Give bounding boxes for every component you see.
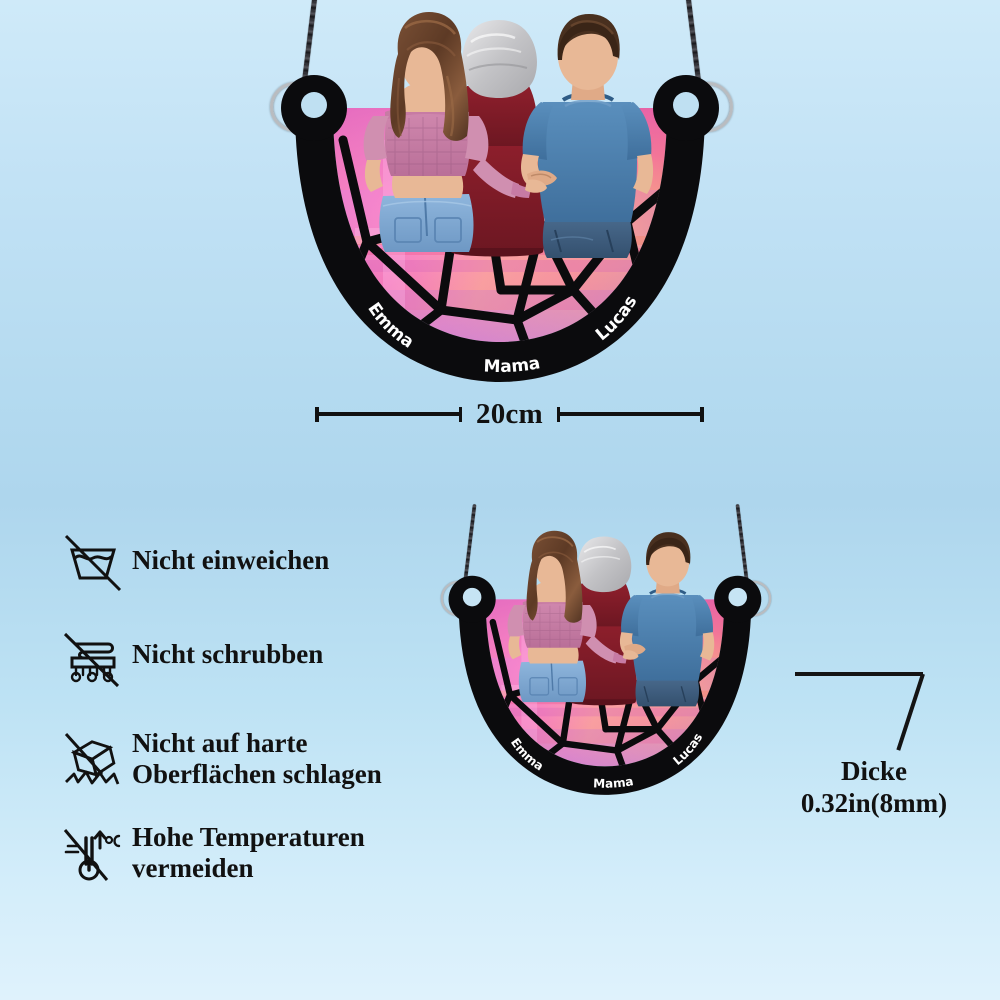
thickness-line-horizontal: [795, 672, 923, 676]
figure-daughter-small: [507, 530, 639, 703]
family-figures-main: [255, 0, 745, 390]
dimension-segment-right: [556, 406, 704, 422]
figure-daughter: [363, 12, 547, 252]
care-instructions-list: Nicht einweichen Nicht schrubben: [62, 528, 462, 908]
no-scrub-icon: [62, 622, 124, 688]
engraved-name-center-small: Mama: [593, 774, 635, 791]
dimension-cap-left-start: [315, 406, 319, 422]
thickness-value: 0.32in(8mm): [800, 787, 948, 818]
care-label-no-scrub: Nicht schrubben: [132, 639, 324, 670]
care-label-no-soak: Nicht einweichen: [132, 545, 330, 576]
dimension-line-right: [560, 412, 701, 416]
care-row-no-impact: Nicht auf harte Oberflächen schlagen: [62, 726, 462, 792]
care-row-no-scrub: Nicht schrubben: [62, 622, 462, 688]
suncatcher-secondary: Emma Mama Lucas: [430, 504, 780, 845]
dimension-bar: 20cm: [315, 396, 715, 432]
dimension-line-left: [318, 412, 459, 416]
care-row-no-soak: Nicht einweichen: [62, 528, 462, 594]
dimension-cap-right-end: [700, 406, 704, 422]
figure-son-small: [619, 532, 715, 707]
figure-son: [521, 14, 654, 258]
dimension-cap-right-start: [556, 406, 561, 422]
care-label-no-impact: Nicht auf harte Oberflächen schlagen: [132, 727, 382, 789]
thickness-title: Dicke: [841, 756, 907, 786]
no-high-temperature-icon: [62, 820, 124, 886]
dimension-segment-left: [315, 406, 462, 422]
moon-tip-right-small: [714, 575, 762, 623]
moon-tip-right: [653, 75, 719, 141]
care-row-no-high-temp: Hohe Temperaturen vermeiden: [62, 820, 462, 886]
moon-body-small: [458, 599, 752, 795]
dimension-label: 20cm: [476, 397, 543, 430]
thickness-text: Dicke 0.32in(8mm): [759, 756, 989, 820]
moon-body: [295, 108, 705, 382]
engraved-name-center: Mama: [483, 353, 541, 377]
dimension-cap-left-end: [458, 406, 462, 422]
care-label-no-high-temp: Hohe Temperaturen vermeiden: [132, 821, 365, 883]
no-impact-icon: [62, 726, 124, 792]
moon-tip-left-small: [448, 575, 496, 623]
thickness-callout: Dicke 0.32in(8mm): [795, 672, 995, 852]
suncatcher-main: Emma Mama Lucas: [255, 0, 745, 390]
thickness-line-diagonal: [896, 673, 925, 751]
no-soak-icon: [62, 528, 124, 594]
family-figures-secondary: [430, 515, 780, 801]
moon-tip-left: [281, 75, 347, 141]
